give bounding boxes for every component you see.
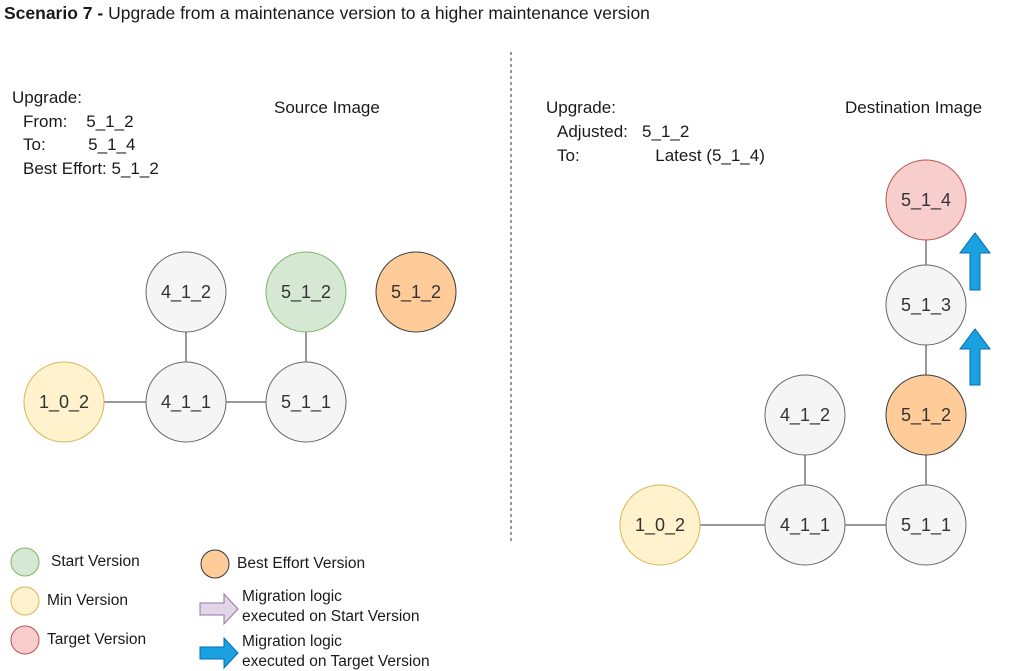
source-heading: Source Image xyxy=(274,98,380,117)
node-label: 1_0_2 xyxy=(39,392,89,413)
legend-migration-start-line1: Migration logic xyxy=(242,588,342,605)
node-label: 5_1_2 xyxy=(391,282,441,303)
migration-arrow-up-icon xyxy=(959,328,991,386)
legend-migration-target-arrow-icon xyxy=(199,636,239,670)
destination-node-511: 5_1_1 xyxy=(885,484,967,566)
destination-node-512: 5_1_2 xyxy=(885,374,967,456)
legend-start-swatch xyxy=(10,547,40,577)
page-title: Scenario 7 - Upgrade from a maintenance … xyxy=(4,3,650,24)
source-node-512-best-effort: 5_1_2 xyxy=(375,251,457,333)
node-label: 4_1_1 xyxy=(780,515,830,536)
source-node-511: 5_1_1 xyxy=(265,361,347,443)
node-label: 4_1_2 xyxy=(161,282,211,303)
node-label: 5_1_1 xyxy=(281,392,331,413)
legend-target-version: Target Version xyxy=(47,631,147,648)
legend-best-effort-swatch xyxy=(200,549,230,579)
node-label: 5_1_4 xyxy=(901,190,951,211)
destination-to-line: To: Latest (5_1_4) xyxy=(557,146,765,165)
title-rest: Upgrade from a maintenance version to a … xyxy=(103,3,650,23)
title-bold: Scenario 7 - xyxy=(4,3,104,23)
source-node-512-start: 5_1_2 xyxy=(265,251,347,333)
source-node-102: 1_0_2 xyxy=(23,361,105,443)
destination-node-102: 1_0_2 xyxy=(619,484,701,566)
legend-min-swatch xyxy=(10,586,40,616)
source-best-effort-line: Best Effort: 5_1_2 xyxy=(23,159,159,178)
source-edges xyxy=(104,332,307,403)
destination-node-412: 4_1_2 xyxy=(764,374,846,456)
legend-target-swatch xyxy=(10,625,40,655)
node-label: 5_1_1 xyxy=(901,515,951,536)
legend-start-version: Start Version xyxy=(51,553,140,570)
destination-node-514: 5_1_4 xyxy=(885,159,967,241)
source-node-411: 4_1_1 xyxy=(145,361,227,443)
migration-arrow-up-icon xyxy=(959,232,991,291)
destination-adjusted-line: Adjusted: 5_1_2 xyxy=(557,122,690,141)
destination-node-513: 5_1_3 xyxy=(885,264,967,346)
legend-best-effort-version: Best Effort Version xyxy=(237,555,366,572)
node-label: 1_0_2 xyxy=(635,515,685,536)
legend-min-version: Min Version xyxy=(47,592,128,609)
destination-node-411: 4_1_1 xyxy=(764,484,846,566)
destination-edges xyxy=(700,240,927,526)
node-label: 5_1_2 xyxy=(281,282,331,303)
node-label: 5_1_2 xyxy=(901,405,951,426)
legend-migration-start-arrow-icon xyxy=(199,592,239,626)
node-label: 4_1_1 xyxy=(161,392,211,413)
source-from-line: From: 5_1_2 xyxy=(23,112,134,131)
node-label: 5_1_3 xyxy=(901,295,951,316)
node-label: 4_1_2 xyxy=(780,405,830,426)
legend-migration-target-line2: executed on Target Version xyxy=(242,653,430,670)
source-to-line: To: 5_1_4 xyxy=(23,135,136,154)
legend-migration-target-line1: Migration logic xyxy=(242,633,342,650)
destination-heading: Destination Image xyxy=(845,98,983,117)
source-upgrade-label: Upgrade: xyxy=(12,88,82,107)
destination-upgrade-label: Upgrade: xyxy=(546,98,616,117)
legend-migration-start-line2: executed on Start Version xyxy=(242,608,420,625)
source-node-412: 4_1_2 xyxy=(145,251,227,333)
